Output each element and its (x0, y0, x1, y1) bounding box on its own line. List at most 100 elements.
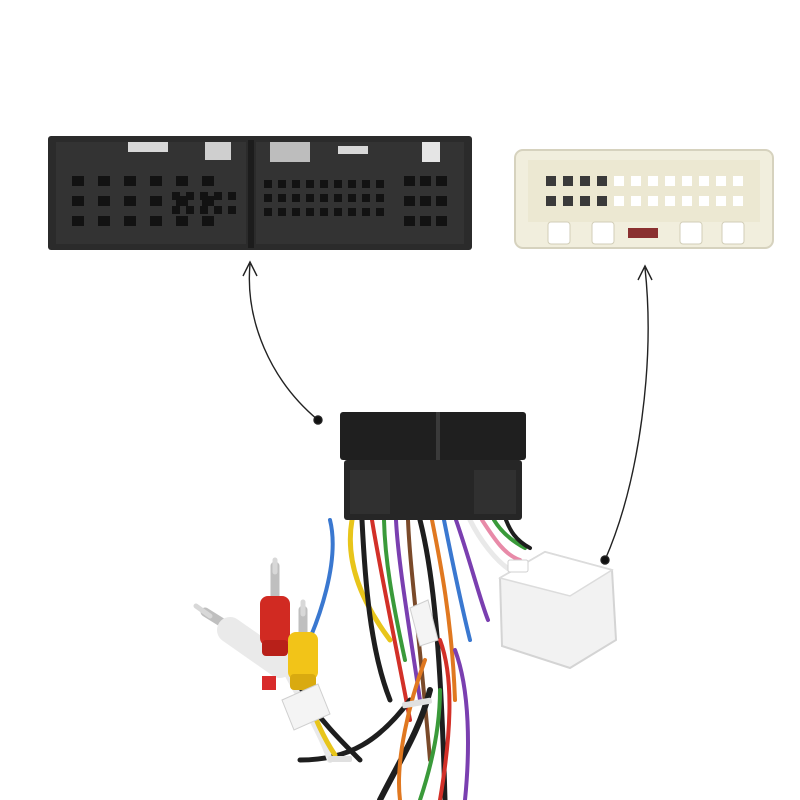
pin-cavity (614, 196, 624, 206)
pin-cavity (98, 216, 110, 226)
wire (454, 518, 490, 622)
wire (467, 517, 513, 573)
pin-cavity (546, 196, 556, 206)
pin-cavity (186, 206, 194, 214)
wire (347, 517, 393, 643)
pin-cavity (264, 180, 272, 188)
pin-cavity (348, 208, 356, 216)
rca-plug-white (193, 603, 293, 678)
pin-cavity (176, 196, 188, 206)
pin-cavity (228, 206, 236, 214)
pin-cavity (278, 194, 286, 202)
pin-cavity (334, 180, 342, 188)
pin-cavity (699, 176, 709, 186)
pin-cavity (546, 176, 556, 186)
wire (382, 518, 407, 662)
pin-cavity (436, 216, 447, 226)
pin-cavity (176, 176, 188, 186)
cable-label-tag (281, 683, 331, 731)
wire (480, 518, 522, 562)
pin-cavity (580, 196, 590, 206)
pin-cavity (214, 192, 222, 200)
pin-cavity (306, 180, 314, 188)
pin-cavity (404, 216, 415, 226)
pin-cavity (733, 196, 743, 206)
pin-cavity (172, 192, 180, 200)
pin-cavity (264, 194, 272, 202)
pin-cavity (648, 176, 658, 186)
white-harness-connector (498, 550, 618, 670)
pin-cavity (172, 206, 180, 214)
pin-cavity (716, 176, 726, 186)
cable-label-tag (409, 599, 439, 647)
pin-cavity (420, 196, 431, 206)
pin-cavity (614, 176, 624, 186)
pin-cavity (376, 208, 384, 216)
wire (430, 518, 457, 702)
pin-cavity (292, 208, 300, 216)
pin-cavity (334, 208, 342, 216)
pin-cavity (72, 196, 84, 206)
pin-cavity (597, 176, 607, 186)
pin-cavity (563, 196, 573, 206)
pin-cavity (648, 196, 658, 206)
pin-cavity (202, 216, 214, 226)
pin-cavity (597, 196, 607, 206)
rca-plug-yellow (288, 599, 318, 690)
wire (394, 518, 422, 702)
pin-cavity (376, 180, 384, 188)
wire (370, 518, 412, 722)
pin-cavity (665, 196, 675, 206)
wire (359, 517, 393, 703)
pin-cavity (200, 206, 208, 214)
pin-cavity (320, 180, 328, 188)
pin-cavity (362, 208, 370, 216)
pin-cavity (436, 176, 447, 186)
wire (442, 518, 472, 642)
pin-cavity (124, 216, 136, 226)
wire (297, 697, 413, 763)
pin-cavity (292, 194, 300, 202)
pin-cavity (682, 176, 692, 186)
pin-cavity (72, 176, 84, 186)
pin-cavity (150, 216, 162, 226)
pin-cavity (264, 208, 272, 216)
pin-cavity (228, 192, 236, 200)
pin-cavity (348, 194, 356, 202)
pin-cavity (404, 196, 415, 206)
curved-arrow-up-icon (242, 260, 323, 425)
pin-cavity (436, 196, 447, 206)
wire (453, 648, 470, 800)
pin-cavity (306, 194, 314, 202)
wire (492, 518, 527, 550)
pin-cavity (362, 180, 370, 188)
pin-cavity (631, 176, 641, 186)
pin-cavity (716, 196, 726, 206)
pin-cavity (150, 176, 162, 186)
pin-cavity (202, 196, 214, 206)
wire (504, 518, 532, 550)
curved-arrow-up-icon (600, 264, 653, 565)
pin-cavity (306, 208, 314, 216)
pin-cavity (214, 206, 222, 214)
pin-cavity (733, 176, 743, 186)
pin-cavity (278, 208, 286, 216)
black-harness-connector (340, 412, 526, 520)
pin-cavity (124, 176, 136, 186)
pin-cavity (404, 176, 415, 186)
pin-cavity (420, 176, 431, 186)
pin-cavity (420, 216, 431, 226)
pin-cavity (563, 176, 573, 186)
pin-cavity (580, 176, 590, 186)
pin-cavity (362, 194, 370, 202)
pin-cavity (124, 196, 136, 206)
wire (417, 517, 448, 800)
pin-cavity (631, 196, 641, 206)
pin-cavity (202, 176, 214, 186)
pin-cavity (292, 180, 300, 188)
black-connector-face (48, 136, 472, 250)
pin-cavity (348, 180, 356, 188)
pin-cavity (176, 216, 188, 226)
